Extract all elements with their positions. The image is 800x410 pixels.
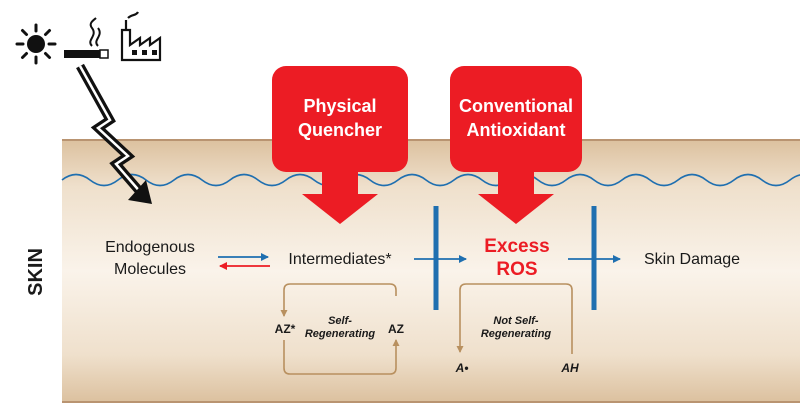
endogenous-molecules-line1: Endogenous	[105, 239, 195, 256]
sun-icon	[15, 23, 57, 65]
skin-label: SKIN	[25, 248, 47, 296]
skin-surface-wave	[61, 173, 800, 187]
a-radical-label: A•	[455, 361, 469, 375]
ah-label: AH	[560, 361, 579, 375]
self-regenerating-line1: Self-	[328, 315, 352, 327]
factory-icon	[120, 11, 162, 62]
physical-quencher-line2: Quencher	[298, 120, 382, 140]
not-self-regenerating-path: A• AH Not Self- Regenerating	[455, 283, 579, 375]
az-star-label: AZ*	[275, 322, 296, 336]
conventional-antioxidant-line2: Antioxidant	[467, 120, 566, 140]
endogenous-molecules-line2: Molecules	[114, 261, 186, 278]
not-self-regenerating-line2: Regenerating	[481, 328, 552, 340]
skin-damage-label: Skin Damage	[644, 251, 740, 268]
physical-quencher-line1: Physical	[303, 96, 376, 116]
physical-quencher-box: Physical Quencher	[272, 66, 408, 224]
self-regenerating-cycle: AZ* AZ Self- Regenerating	[275, 283, 404, 375]
cigarette-icon	[64, 17, 109, 59]
excess-ros-line1: Excess	[484, 236, 550, 257]
conventional-antioxidant-line1: Conventional	[459, 96, 573, 116]
conventional-antioxidant-box: Conventional Antioxidant	[450, 66, 582, 224]
lightning-bolt-icon	[76, 63, 152, 204]
excess-ros-line2: ROS	[496, 259, 537, 280]
intermediates-label: Intermediates*	[288, 251, 391, 268]
az-label: AZ	[388, 322, 404, 336]
self-regenerating-line2: Regenerating	[305, 328, 376, 340]
not-self-regenerating-line1: Not Self-	[493, 315, 539, 327]
